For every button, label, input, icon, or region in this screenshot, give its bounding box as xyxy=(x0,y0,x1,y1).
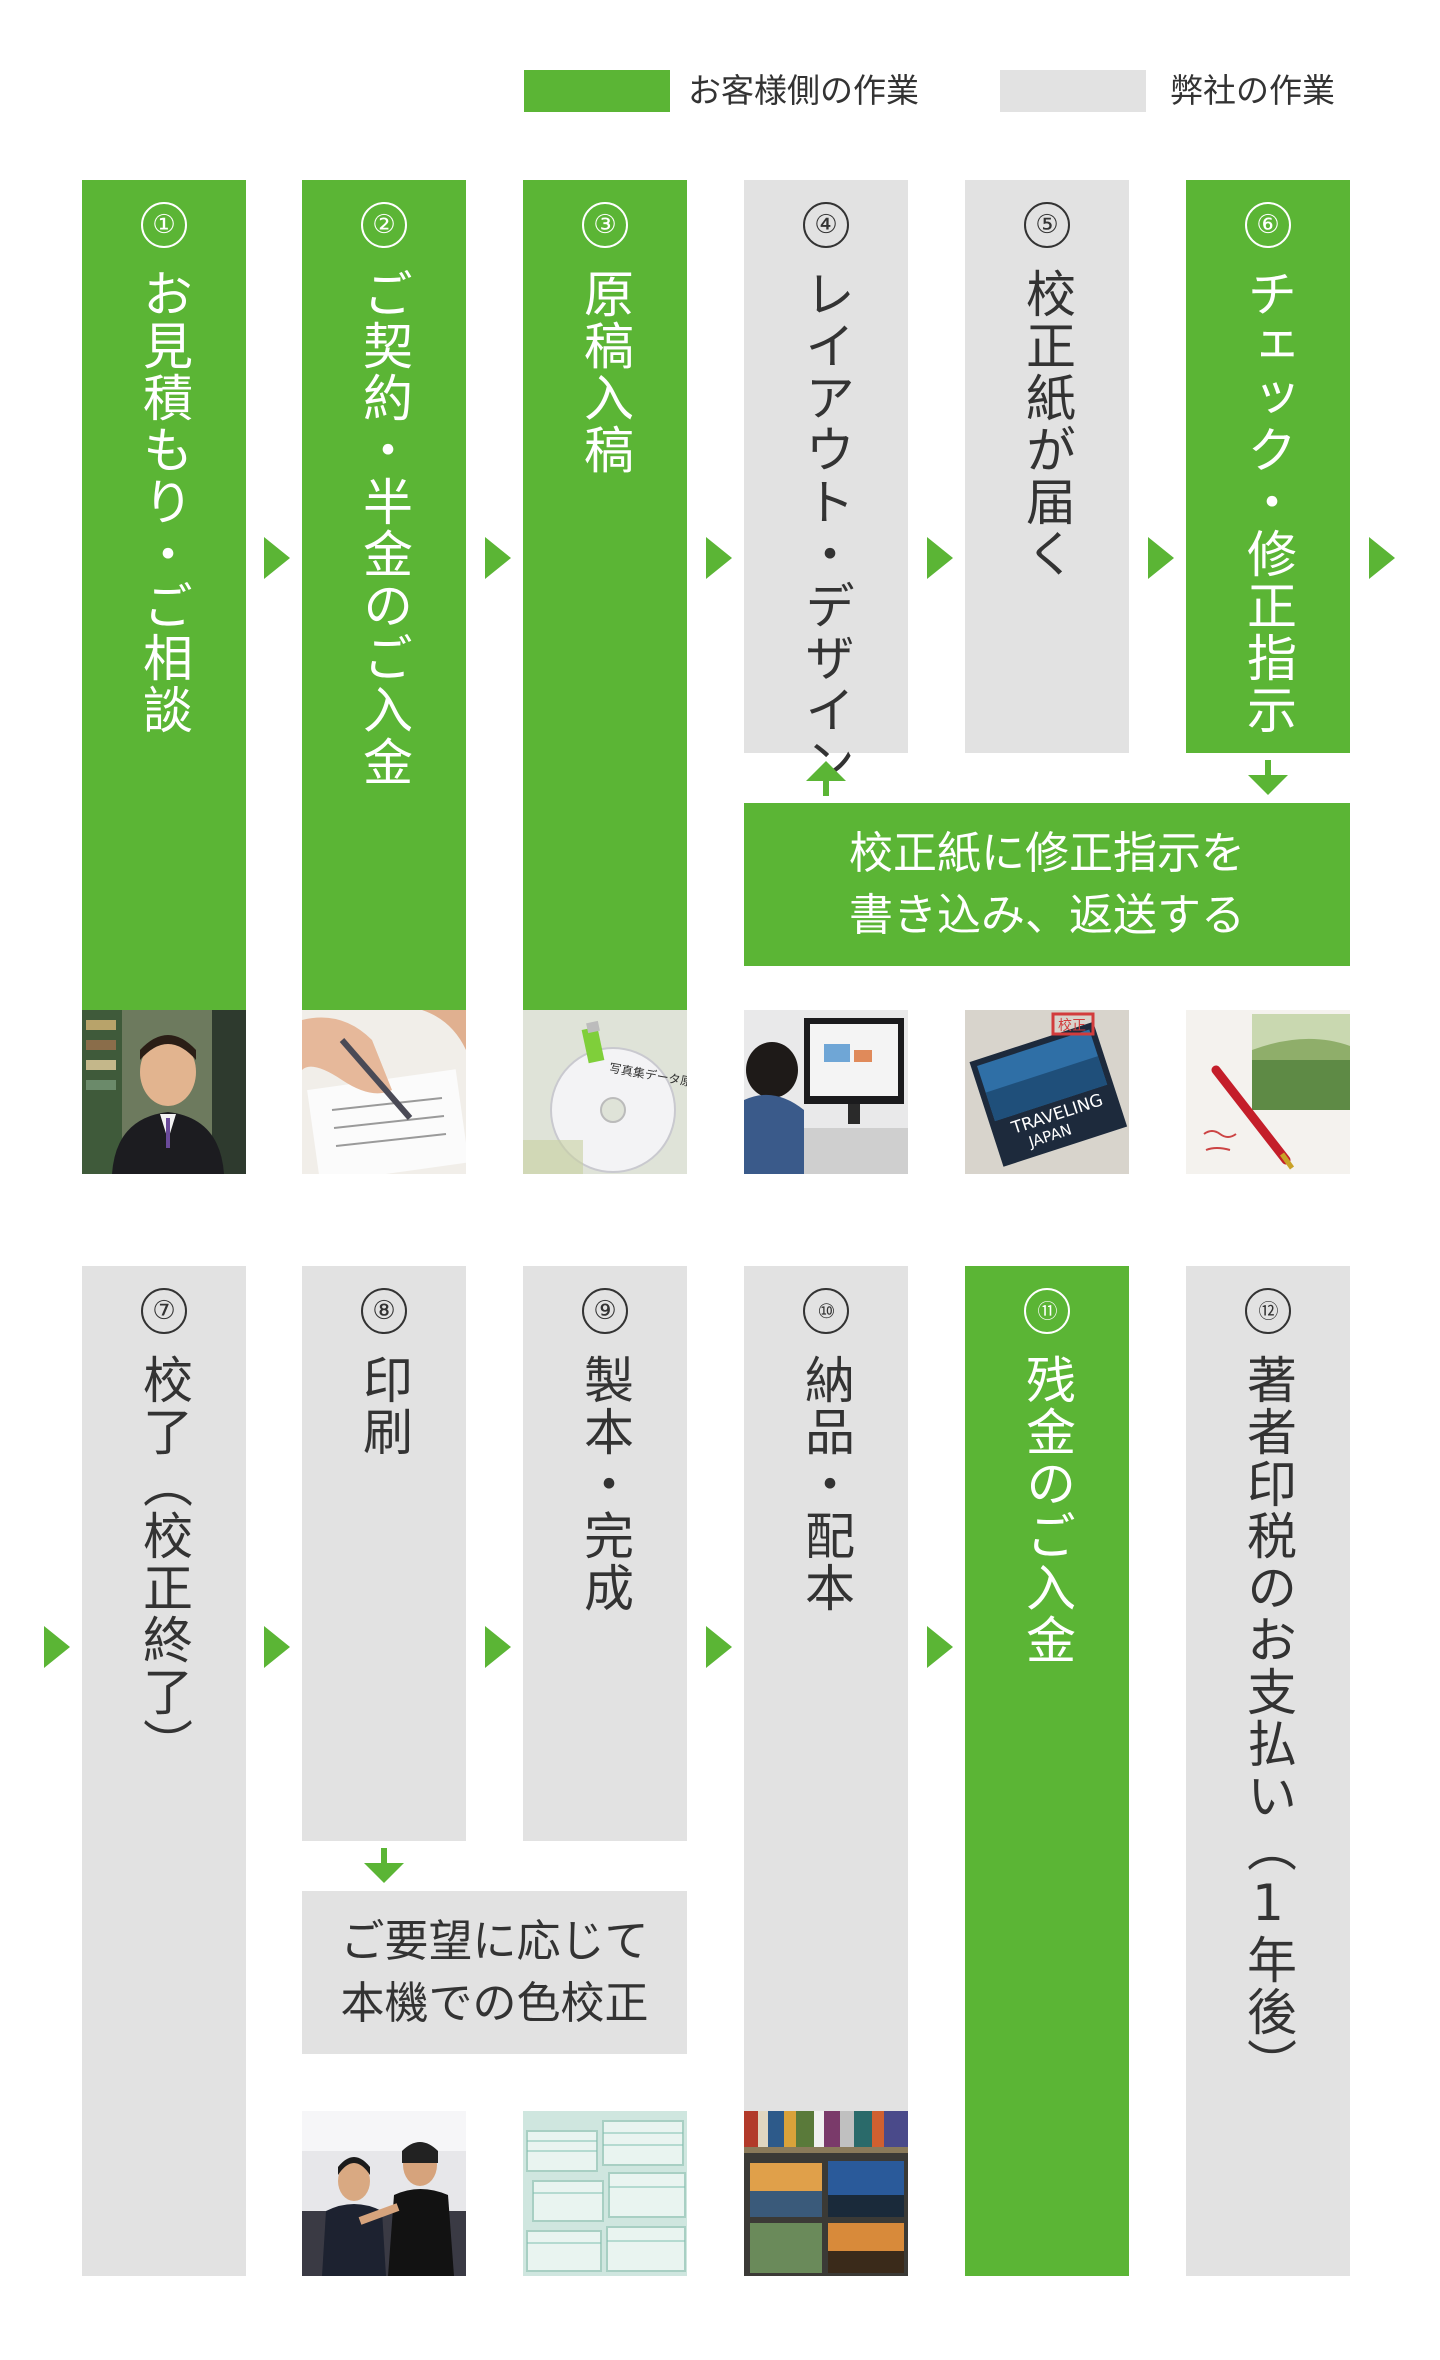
note-color-proof: ご要望に応じて 本機での色校正 xyxy=(302,1891,687,2054)
legend-label-company: 弊社の作業 xyxy=(1170,71,1335,110)
step-1: ① お見積もり・ご相談 xyxy=(82,180,246,1010)
step-number: ⑩ xyxy=(803,1288,849,1334)
contract-signing-photo-icon xyxy=(302,1010,466,1174)
step-4: ④ レイアウト・デザイン xyxy=(744,180,908,788)
step-label: 印刷 xyxy=(355,1354,413,1458)
step-label: 校正紙が届く xyxy=(1018,268,1076,580)
step-number: ⑪ xyxy=(1024,1288,1070,1334)
step-3: ③ 原稿入稿 xyxy=(523,180,687,1010)
delivered-books-photo-icon xyxy=(744,2111,908,2276)
step-label: 残金のご入金 xyxy=(1018,1354,1076,1666)
flow-arrow-down xyxy=(1248,760,1288,796)
flow-arrow-right xyxy=(1369,537,1395,579)
legend-swatch-customer xyxy=(524,70,670,112)
flow-arrow-right xyxy=(264,1626,290,1668)
note-proof-return: 校正紙に修正指示を 書き込み、返送する xyxy=(744,803,1350,966)
flow-arrow-right xyxy=(485,537,511,579)
step-11: ⑪ 残金のご入金 xyxy=(965,1266,1129,2276)
flow-arrow-up xyxy=(806,760,846,796)
legend-label-customer: お客様側の作業 xyxy=(688,71,919,110)
step-label: 著者印税のお支払い（1年後） xyxy=(1239,1354,1297,2090)
flow-arrow-right xyxy=(706,537,732,579)
step-number: ⑨ xyxy=(582,1288,628,1334)
step-number: ① xyxy=(141,202,187,248)
step-label: チェック・修正指示 xyxy=(1239,268,1297,736)
flow-arrow-down xyxy=(364,1848,404,1884)
bound-books-photo-icon xyxy=(523,2111,687,2276)
flow-arrow-right xyxy=(485,1626,511,1668)
step-label: 校了（校正終了） xyxy=(135,1354,193,1770)
step-label: お見積もり・ご相談 xyxy=(135,268,193,736)
step-number: ⑫ xyxy=(1245,1288,1291,1334)
step-number: ③ xyxy=(582,202,628,248)
proof-stamp: 校正 xyxy=(1058,1017,1086,1034)
flow-arrow-right xyxy=(927,537,953,579)
step-label: 原稿入稿 xyxy=(576,268,634,476)
step-number: ② xyxy=(361,202,407,248)
flow-arrow-right xyxy=(44,1626,70,1668)
step-7: ⑦ 校了（校正終了） xyxy=(82,1266,246,2276)
step-label: レイアウト・デザイン xyxy=(797,268,855,788)
note-line: ご要望に応じて xyxy=(340,1915,649,1967)
step-10: ⑩ 納品・配本 xyxy=(744,1266,908,2111)
flow-arrow-right xyxy=(1148,537,1174,579)
press-workers-photo-icon xyxy=(302,2111,466,2276)
proof-book-photo-icon: TRAVELING JAPAN 校正 xyxy=(965,1010,1129,1174)
step-number: ⑦ xyxy=(141,1288,187,1334)
step-label: 製本・完成 xyxy=(576,1354,634,1614)
flow-arrow-right xyxy=(264,537,290,579)
step-label: 納品・配本 xyxy=(797,1354,855,1614)
step-label: ご契約・半金のご入金 xyxy=(355,268,413,788)
note-line: 本機での色校正 xyxy=(340,1977,649,2029)
flow-arrow-right xyxy=(927,1626,953,1668)
step-9: ⑨ 製本・完成 xyxy=(523,1266,687,1841)
consultant-photo-icon xyxy=(82,1010,246,1174)
step-number: ⑧ xyxy=(361,1288,407,1334)
note-line: 書き込み、返送する xyxy=(849,889,1245,941)
step-2: ② ご契約・半金のご入金 xyxy=(302,180,466,1010)
step-5: ⑤ 校正紙が届く xyxy=(965,180,1129,753)
step-number: ⑥ xyxy=(1245,202,1291,248)
legend-swatch-company xyxy=(1000,70,1146,112)
step-8: ⑧ 印刷 xyxy=(302,1266,466,1841)
usb-disc-photo-icon: 写真集データ原稿 xyxy=(523,1010,687,1174)
step-12: ⑫ 著者印税のお支払い（1年後） xyxy=(1186,1266,1350,2276)
step-number: ④ xyxy=(803,202,849,248)
step-number: ⑤ xyxy=(1024,202,1070,248)
flow-arrow-right xyxy=(706,1626,732,1668)
step-6: ⑥ チェック・修正指示 xyxy=(1186,180,1350,753)
proof-check-photo-icon xyxy=(1186,1010,1350,1174)
designer-monitor-photo-icon xyxy=(744,1010,908,1174)
note-line: 校正紙に修正指示を xyxy=(849,827,1245,879)
